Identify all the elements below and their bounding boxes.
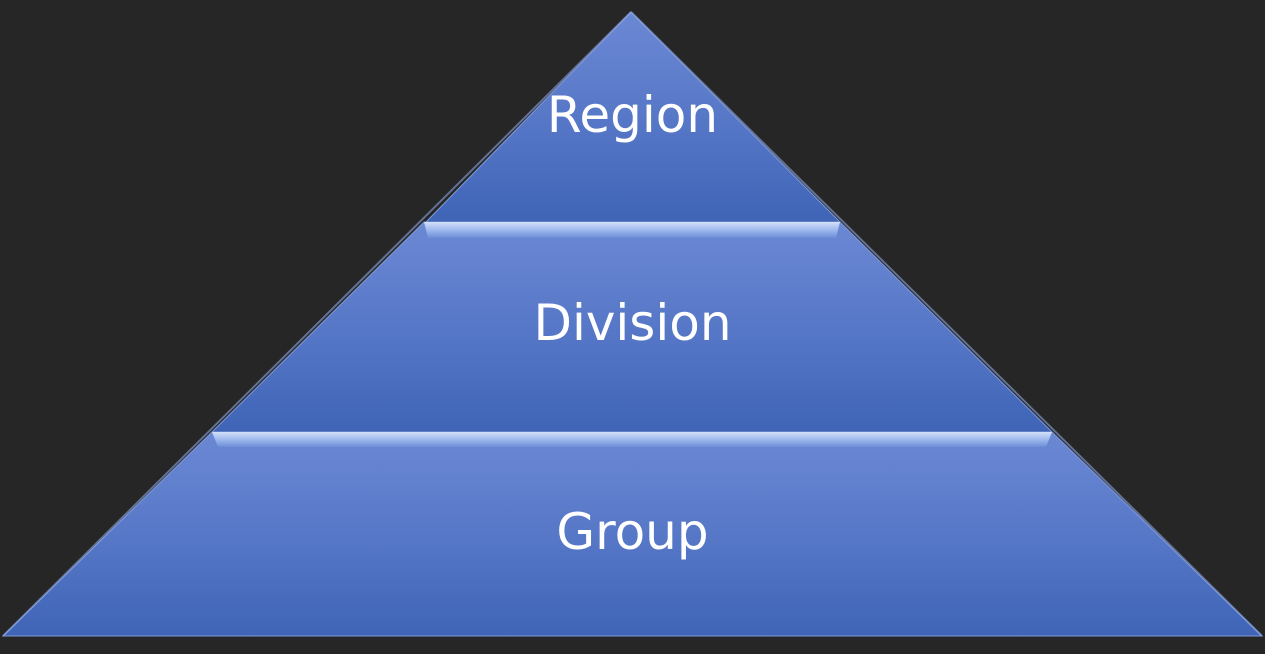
separator-top-highlight: [424, 222, 840, 238]
level-group-label: Group: [556, 503, 709, 561]
level-region-label: Region: [546, 86, 719, 144]
separator-bottom-highlight: [212, 432, 1052, 447]
pyramid-left-edge: [2, 11, 632, 637]
level-division-label: Division: [533, 294, 732, 352]
pyramid-right-edge: [630, 11, 1263, 637]
